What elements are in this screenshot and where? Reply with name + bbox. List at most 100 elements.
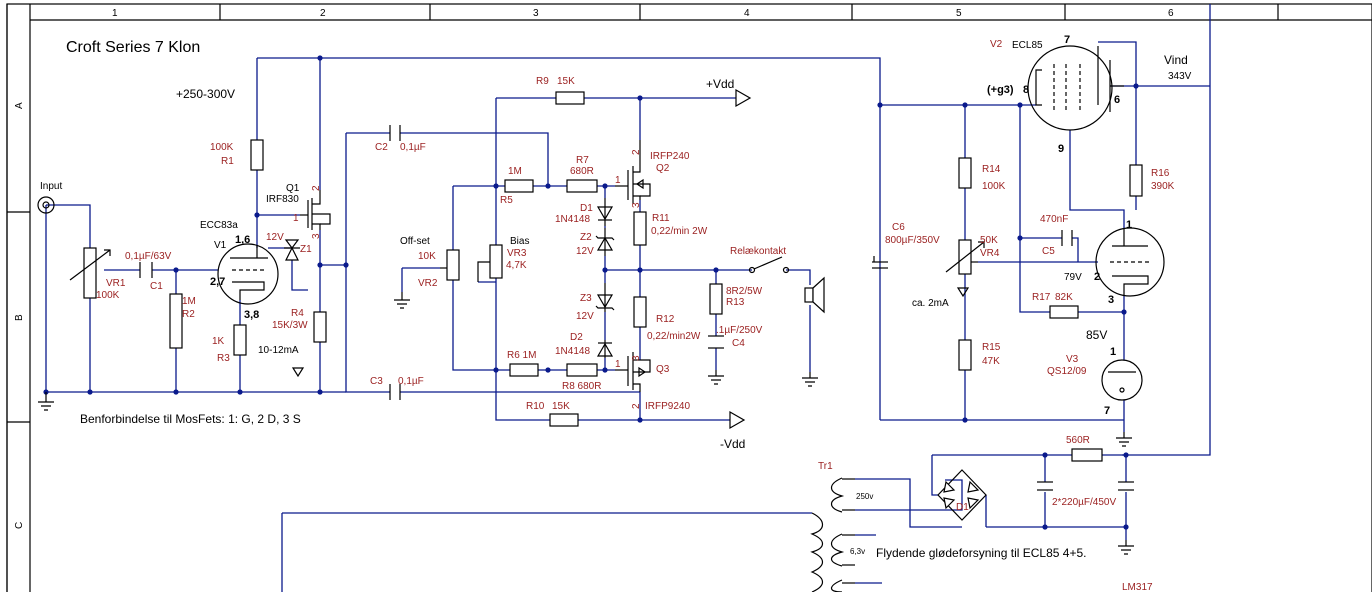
label-vdd-negative: -Vdd xyxy=(720,437,745,451)
label-r4: R4 xyxy=(291,308,304,319)
label-vr3-value: 4,7K xyxy=(506,260,527,271)
label-q2-pin3: 3 xyxy=(631,202,642,208)
label-250v: 250v xyxy=(856,492,873,501)
label-vind: Vind xyxy=(1164,53,1188,67)
label-z1-voltage: 12V xyxy=(266,232,284,243)
label-q3-pin2: 2 xyxy=(631,403,642,409)
label-lm317: LM317 xyxy=(1122,582,1153,592)
label-r11-value: 0,22/min 2W xyxy=(651,226,708,237)
label-r1: R1 xyxy=(221,156,234,167)
label-vr1-value: 100K xyxy=(96,290,120,301)
vr4-potentiometer xyxy=(945,239,985,275)
label-z2-voltage: 12V xyxy=(576,246,594,257)
label-q1-pin2: 2 xyxy=(311,185,322,191)
vr1-potentiometer xyxy=(69,247,111,299)
label-r15: R15 xyxy=(982,342,1001,353)
r9-resistor xyxy=(555,91,585,105)
label-r10-value: 15K xyxy=(552,401,570,412)
r1-resistor xyxy=(250,139,264,171)
label-r13: R13 xyxy=(726,297,745,308)
label-r8: R8 680R xyxy=(562,381,601,392)
label-vr3: VR3 xyxy=(507,248,527,259)
label-q1-type: IRF830 xyxy=(266,194,299,205)
label-c4-value: .1µF/250V xyxy=(716,325,763,336)
r3-resistor xyxy=(233,324,247,356)
label-v3-pin1: 1 xyxy=(1110,346,1116,358)
label-z3: Z3 xyxy=(580,293,592,304)
vr2-potentiometer xyxy=(440,249,460,281)
junction-dots xyxy=(43,55,1139,530)
label-d1-type: 1N4148 xyxy=(555,214,590,225)
label-d2: D2 xyxy=(570,332,583,343)
label-v3-pin7: 7 xyxy=(1104,405,1110,417)
label-r12: R12 xyxy=(656,314,675,325)
label-triode-pin1: 1 xyxy=(1126,219,1132,231)
label-d2-type: 1N4148 xyxy=(555,346,590,357)
c3-capacitor xyxy=(389,384,401,400)
label-q3-pin1: 1 xyxy=(615,359,621,370)
d2-diode xyxy=(596,340,614,358)
label-pin-27: 2,7 xyxy=(210,276,225,288)
label-vr1: VR1 xyxy=(106,278,126,289)
label-r14-value: 100K xyxy=(982,181,1006,192)
schematic-title: Croft Series 7 Klon xyxy=(66,39,200,56)
label-85v: 85V xyxy=(1086,328,1107,342)
label-c3: C3 xyxy=(370,376,383,387)
label-heater-note: Flydende glødeforsyning til ECL85 4+5. xyxy=(876,546,1086,560)
wiring xyxy=(45,4,1211,592)
label-tr1: Tr1 xyxy=(818,461,833,472)
label-current-1: 10-12mA xyxy=(258,345,299,356)
label-c1-value: 0,1µF/63V xyxy=(125,251,172,262)
label-560r: 560R xyxy=(1066,435,1090,446)
r2-resistor xyxy=(169,293,183,349)
r16-resistor xyxy=(1129,164,1143,197)
label-q2-pin1: 1 xyxy=(615,175,621,186)
frame-row-a: A xyxy=(14,102,25,109)
label-q1: Q1 xyxy=(286,183,300,194)
label-v2: V2 xyxy=(990,39,1003,50)
r13-resistor xyxy=(709,283,723,315)
vdd-negative-arrow xyxy=(729,410,746,430)
frame-row-c: C xyxy=(14,522,25,529)
label-bias: Bias xyxy=(510,236,529,247)
label-r17: R17 xyxy=(1032,292,1051,303)
label-q3-type: IRFP9240 xyxy=(645,401,690,412)
r11-resistor xyxy=(633,211,647,246)
label-r7-value: 680R xyxy=(570,166,594,177)
r15-resistor xyxy=(958,339,972,371)
label-r3-value: 1K xyxy=(212,336,225,347)
label-r17-value: 82K xyxy=(1055,292,1073,303)
drawing-frame: 1 2 3 4 5 6 A B C xyxy=(6,3,1372,592)
label-r16-value: 390K xyxy=(1151,181,1175,192)
label-r15-value: 47K xyxy=(982,356,1000,367)
label-r2: R2 xyxy=(182,309,195,320)
frame-row-b: B xyxy=(14,314,25,321)
vdd-positive-arrow xyxy=(735,88,752,108)
label-z1: Z1 xyxy=(300,244,312,255)
label-z3-voltage: 12V xyxy=(576,311,594,322)
label-r4-value: 15K/3W xyxy=(272,320,308,331)
speaker-icon xyxy=(804,276,825,314)
q3-mosfet xyxy=(615,352,651,392)
label-d1: D1 xyxy=(580,203,593,214)
label-input: Input xyxy=(40,181,62,192)
label-vr4-value: 50K xyxy=(980,235,998,246)
label-vr4: VR4 xyxy=(980,248,1000,259)
label-g3: (+g3) xyxy=(987,84,1014,96)
frame-col-1: 1 xyxy=(112,8,118,19)
d1-diode xyxy=(596,198,614,226)
label-pinout-note: Benforbindelse til MosFets: 1: G, 2 D, 3… xyxy=(80,412,301,426)
label-c5: C5 xyxy=(1042,246,1055,257)
label-r1-value: 100K xyxy=(210,142,234,153)
r5-resistor xyxy=(504,179,534,193)
r4-resistor xyxy=(313,311,327,343)
label-v2-pin7: 7 xyxy=(1064,34,1070,46)
label-vr2: VR2 xyxy=(418,278,438,289)
r17-resistor xyxy=(1049,305,1079,319)
label-r10: R10 xyxy=(526,401,545,412)
label-triode-pin2: 2 xyxy=(1094,271,1100,283)
label-v3: V3 xyxy=(1066,354,1079,365)
label-q2-type: IRFP240 xyxy=(650,151,690,162)
label-q3-pin3: 3 xyxy=(631,355,642,361)
